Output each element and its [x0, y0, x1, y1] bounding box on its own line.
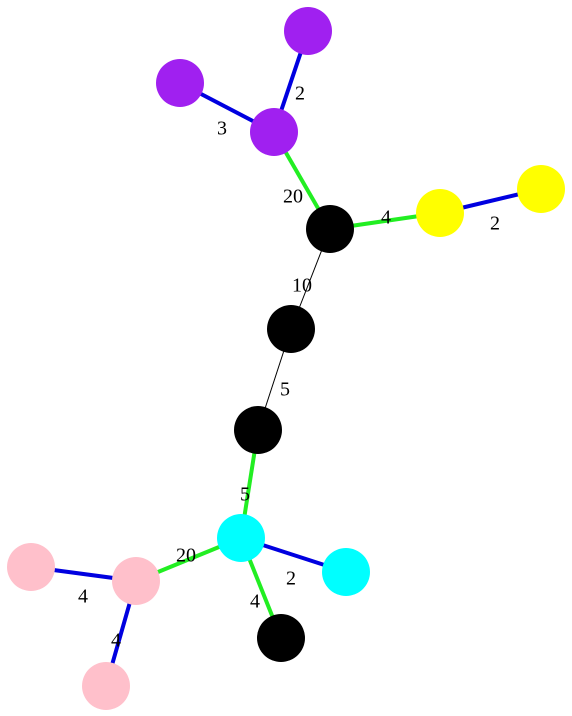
edge-label-b3-c1: 5 — [240, 484, 250, 506]
edge-label-c1-b4: 4 — [250, 591, 260, 613]
edge-label-k2-k1: 4 — [78, 586, 88, 608]
node-yellow-y2 — [517, 165, 565, 213]
node-cyan-c1 — [217, 514, 265, 562]
edge-label-p3-p1: 2 — [295, 83, 305, 105]
node-black-b4 — [257, 614, 305, 662]
edge-label-p3-p2: 3 — [217, 118, 227, 140]
node-cyan-c2 — [322, 548, 370, 596]
node-yellow-y1 — [416, 189, 464, 237]
edge-label-k2-k3: 4 — [111, 630, 121, 652]
edge-label-b2-b3: 5 — [280, 379, 290, 401]
node-purple-p2 — [156, 59, 204, 107]
edge-label-c1-c2: 2 — [286, 568, 296, 590]
node-black-b1 — [306, 205, 354, 253]
node-purple-p1 — [284, 7, 332, 55]
edge-label-y1-y2: 2 — [490, 213, 500, 235]
node-pink-k1 — [7, 543, 55, 591]
node-pink-k2 — [112, 557, 160, 605]
node-black-b2 — [267, 305, 315, 353]
edge-label-b1-b2: 10 — [292, 275, 312, 297]
edge-label-b1-p3: 20 — [283, 186, 303, 208]
node-purple-p3 — [250, 108, 298, 156]
node-black-b3 — [234, 406, 282, 454]
node-pink-k3 — [82, 662, 130, 710]
edge-label-c1-k2: 20 — [176, 545, 196, 567]
edge-labels-layer: 2 3 20 4 2 10 5 5 2 4 20 4 4 — [78, 83, 500, 652]
nodes-layer — [7, 7, 565, 710]
edge-label-b1-y1: 4 — [381, 207, 391, 229]
